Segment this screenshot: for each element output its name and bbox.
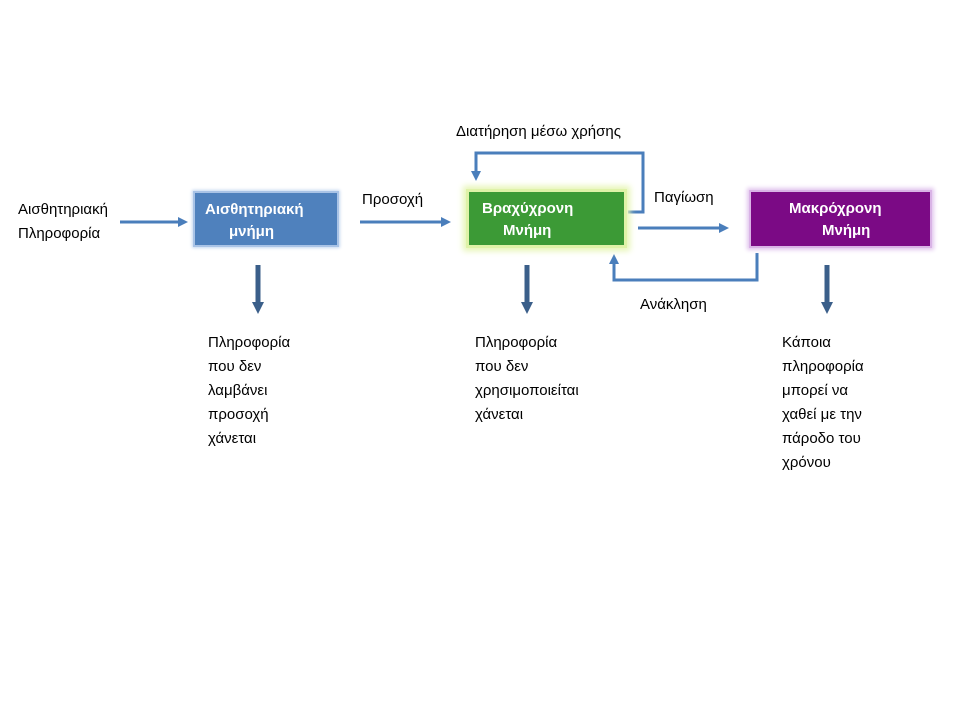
note-line: που δεν: [475, 358, 529, 375]
long-term-memory-label-line: Μνήμη: [822, 222, 871, 239]
note-line: χρησιμοποιείται: [475, 382, 579, 399]
note-line: χάνεται: [208, 430, 257, 447]
attention-label: Προσοχή: [362, 191, 424, 208]
sensory-memory-box: Αισθητηριακή μνήμη: [193, 191, 339, 247]
long-term-loss-note: Κάποια πληροφορία μπορεί να χαθεί με την…: [782, 331, 864, 475]
note-line: λαμβάνει: [208, 382, 268, 399]
short-term-memory-label-line: Βραχύχρονη: [482, 200, 574, 217]
note-line: προσοχή: [208, 406, 269, 423]
rehearsal-label: Διατήρηση μέσω χρήσης: [456, 123, 621, 140]
retrieval-label: Ανάκληση: [640, 296, 707, 313]
long-term-memory-label-line: Μακρόχρονη: [789, 200, 882, 217]
note-line: χαθεί με την: [782, 406, 862, 423]
note-line: Πληροφορία: [475, 334, 558, 351]
short-term-memory-box: Βραχύχρονη Μνήμη: [466, 189, 627, 248]
note-line: Κάποια: [782, 334, 831, 351]
note-line: που δεν: [208, 358, 262, 375]
input-label: Αισθητηριακή Πληροφορία: [18, 198, 108, 246]
input-label-line: Πληροφορία: [18, 225, 101, 242]
note-line: πληροφορία: [782, 358, 864, 375]
consolidation-label: Παγίωση: [654, 189, 714, 206]
note-line: πάροδο του: [782, 430, 861, 447]
short-term-memory-label-line: Μνήμη: [503, 222, 552, 239]
sensory-memory-label-line: μνήμη: [229, 223, 275, 240]
arrow-rehearsal-loop: [471, 151, 645, 214]
input-label-line: Αισθητηριακή: [18, 201, 108, 218]
note-line: Πληροφορία: [208, 334, 291, 351]
short-term-loss-note: Πληροφορία που δεν χρησιμοποιείται χάνετ…: [475, 331, 579, 427]
arrow-retrieval-loop: [609, 253, 759, 282]
note-line: χρόνου: [782, 454, 831, 471]
note-line: χάνεται: [475, 406, 524, 423]
long-term-memory-box: Μακρόχρονη Μνήμη: [749, 190, 932, 248]
note-line: μπορεί να: [782, 382, 849, 399]
sensory-memory-label-line: Αισθητηριακή: [205, 201, 304, 218]
sensory-loss-note: Πληροφορία που δεν λαμβάνει προσοχή χάνε…: [208, 331, 290, 451]
